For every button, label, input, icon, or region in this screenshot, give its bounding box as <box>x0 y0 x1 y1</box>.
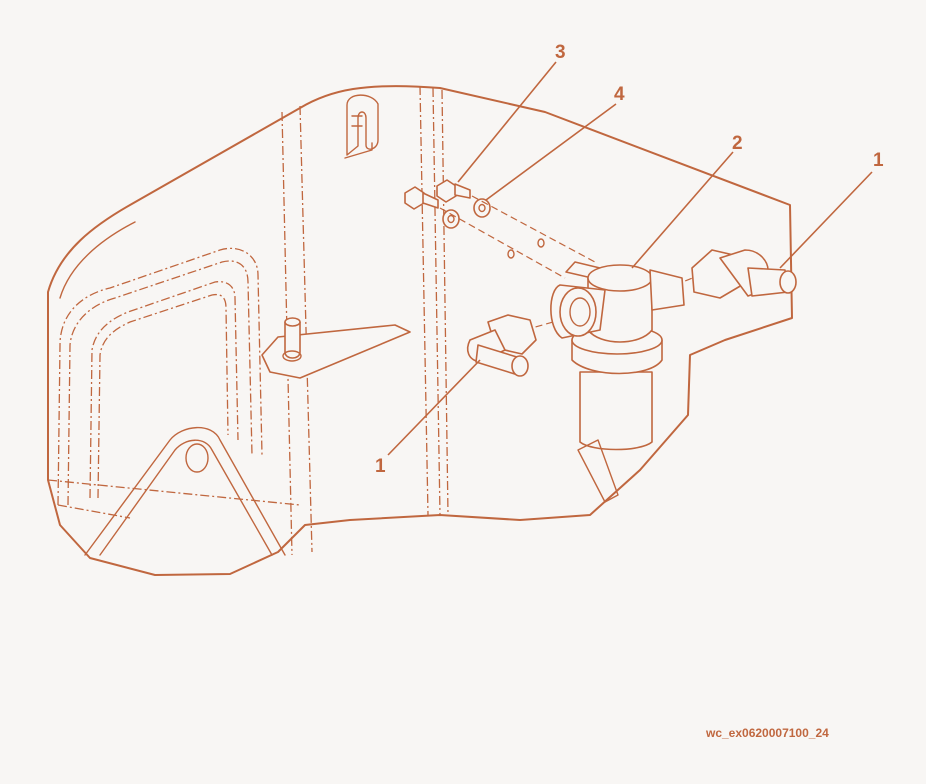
mounting-bracket <box>84 426 286 556</box>
housing-outline <box>47 85 793 576</box>
stud-plate <box>261 317 411 379</box>
bolt-part-3 <box>436 179 471 203</box>
washer-lower <box>442 209 460 229</box>
handle-frame <box>57 247 263 519</box>
leader-lines <box>387 61 873 456</box>
callout-2: 2 <box>732 133 743 154</box>
filter-part-2 <box>550 261 685 451</box>
callout-3: 3 <box>555 42 566 63</box>
elbow-fitting-left <box>466 314 537 377</box>
bottom-clip <box>577 439 619 503</box>
bolt-lower <box>404 186 439 210</box>
callout-1-right: 1 <box>873 150 884 171</box>
callout-4: 4 <box>614 84 625 105</box>
callout-1-left: 1 <box>375 456 386 477</box>
figure-code: wc_ex0620007100_24 <box>705 726 829 740</box>
elbow-fitting-right <box>691 249 797 299</box>
housing-seams <box>47 85 449 556</box>
lifting-eye <box>344 94 379 159</box>
